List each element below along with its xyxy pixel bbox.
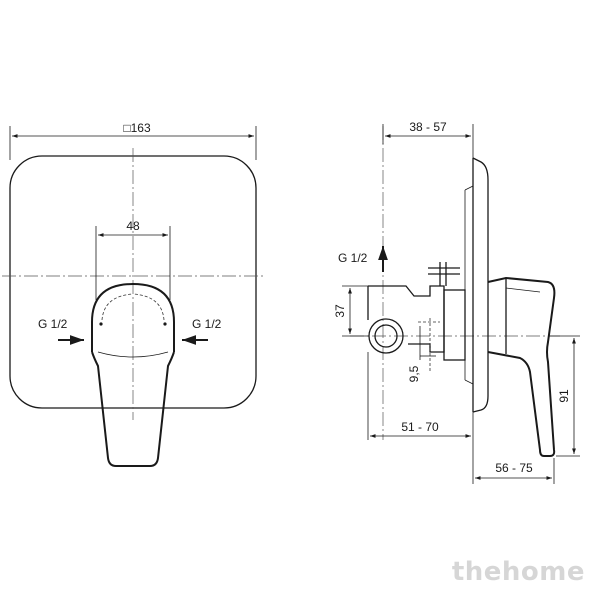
- handle-base: [91, 282, 175, 352]
- side-handle: [487, 276, 556, 457]
- handle-depth-label: 56 - 75: [495, 461, 533, 475]
- body-depth-label: 51 - 70: [401, 420, 439, 434]
- side-view: 38 - 57 G 1/2 37 9,5: [333, 120, 580, 484]
- handle-width-label: 48: [126, 219, 140, 233]
- outlet-label: G 1/2: [338, 251, 368, 265]
- front-view: □163 48 G 1/2 G 1/2: [2, 121, 266, 467]
- offset-label: 9,5: [407, 365, 421, 382]
- inlet-height-label: 37: [333, 304, 347, 318]
- right-inlet-label: G 1/2: [192, 317, 222, 331]
- plate-width-label: □163: [123, 121, 151, 135]
- left-inlet-label: G 1/2: [38, 317, 68, 331]
- side-cover-plate: [472, 157, 489, 413]
- handle-lever: [91, 351, 175, 467]
- valve-body: [368, 285, 445, 353]
- depth-range-label: 38 - 57: [409, 120, 447, 134]
- watermark: thehome: [452, 557, 585, 587]
- height-label: 91: [557, 389, 571, 403]
